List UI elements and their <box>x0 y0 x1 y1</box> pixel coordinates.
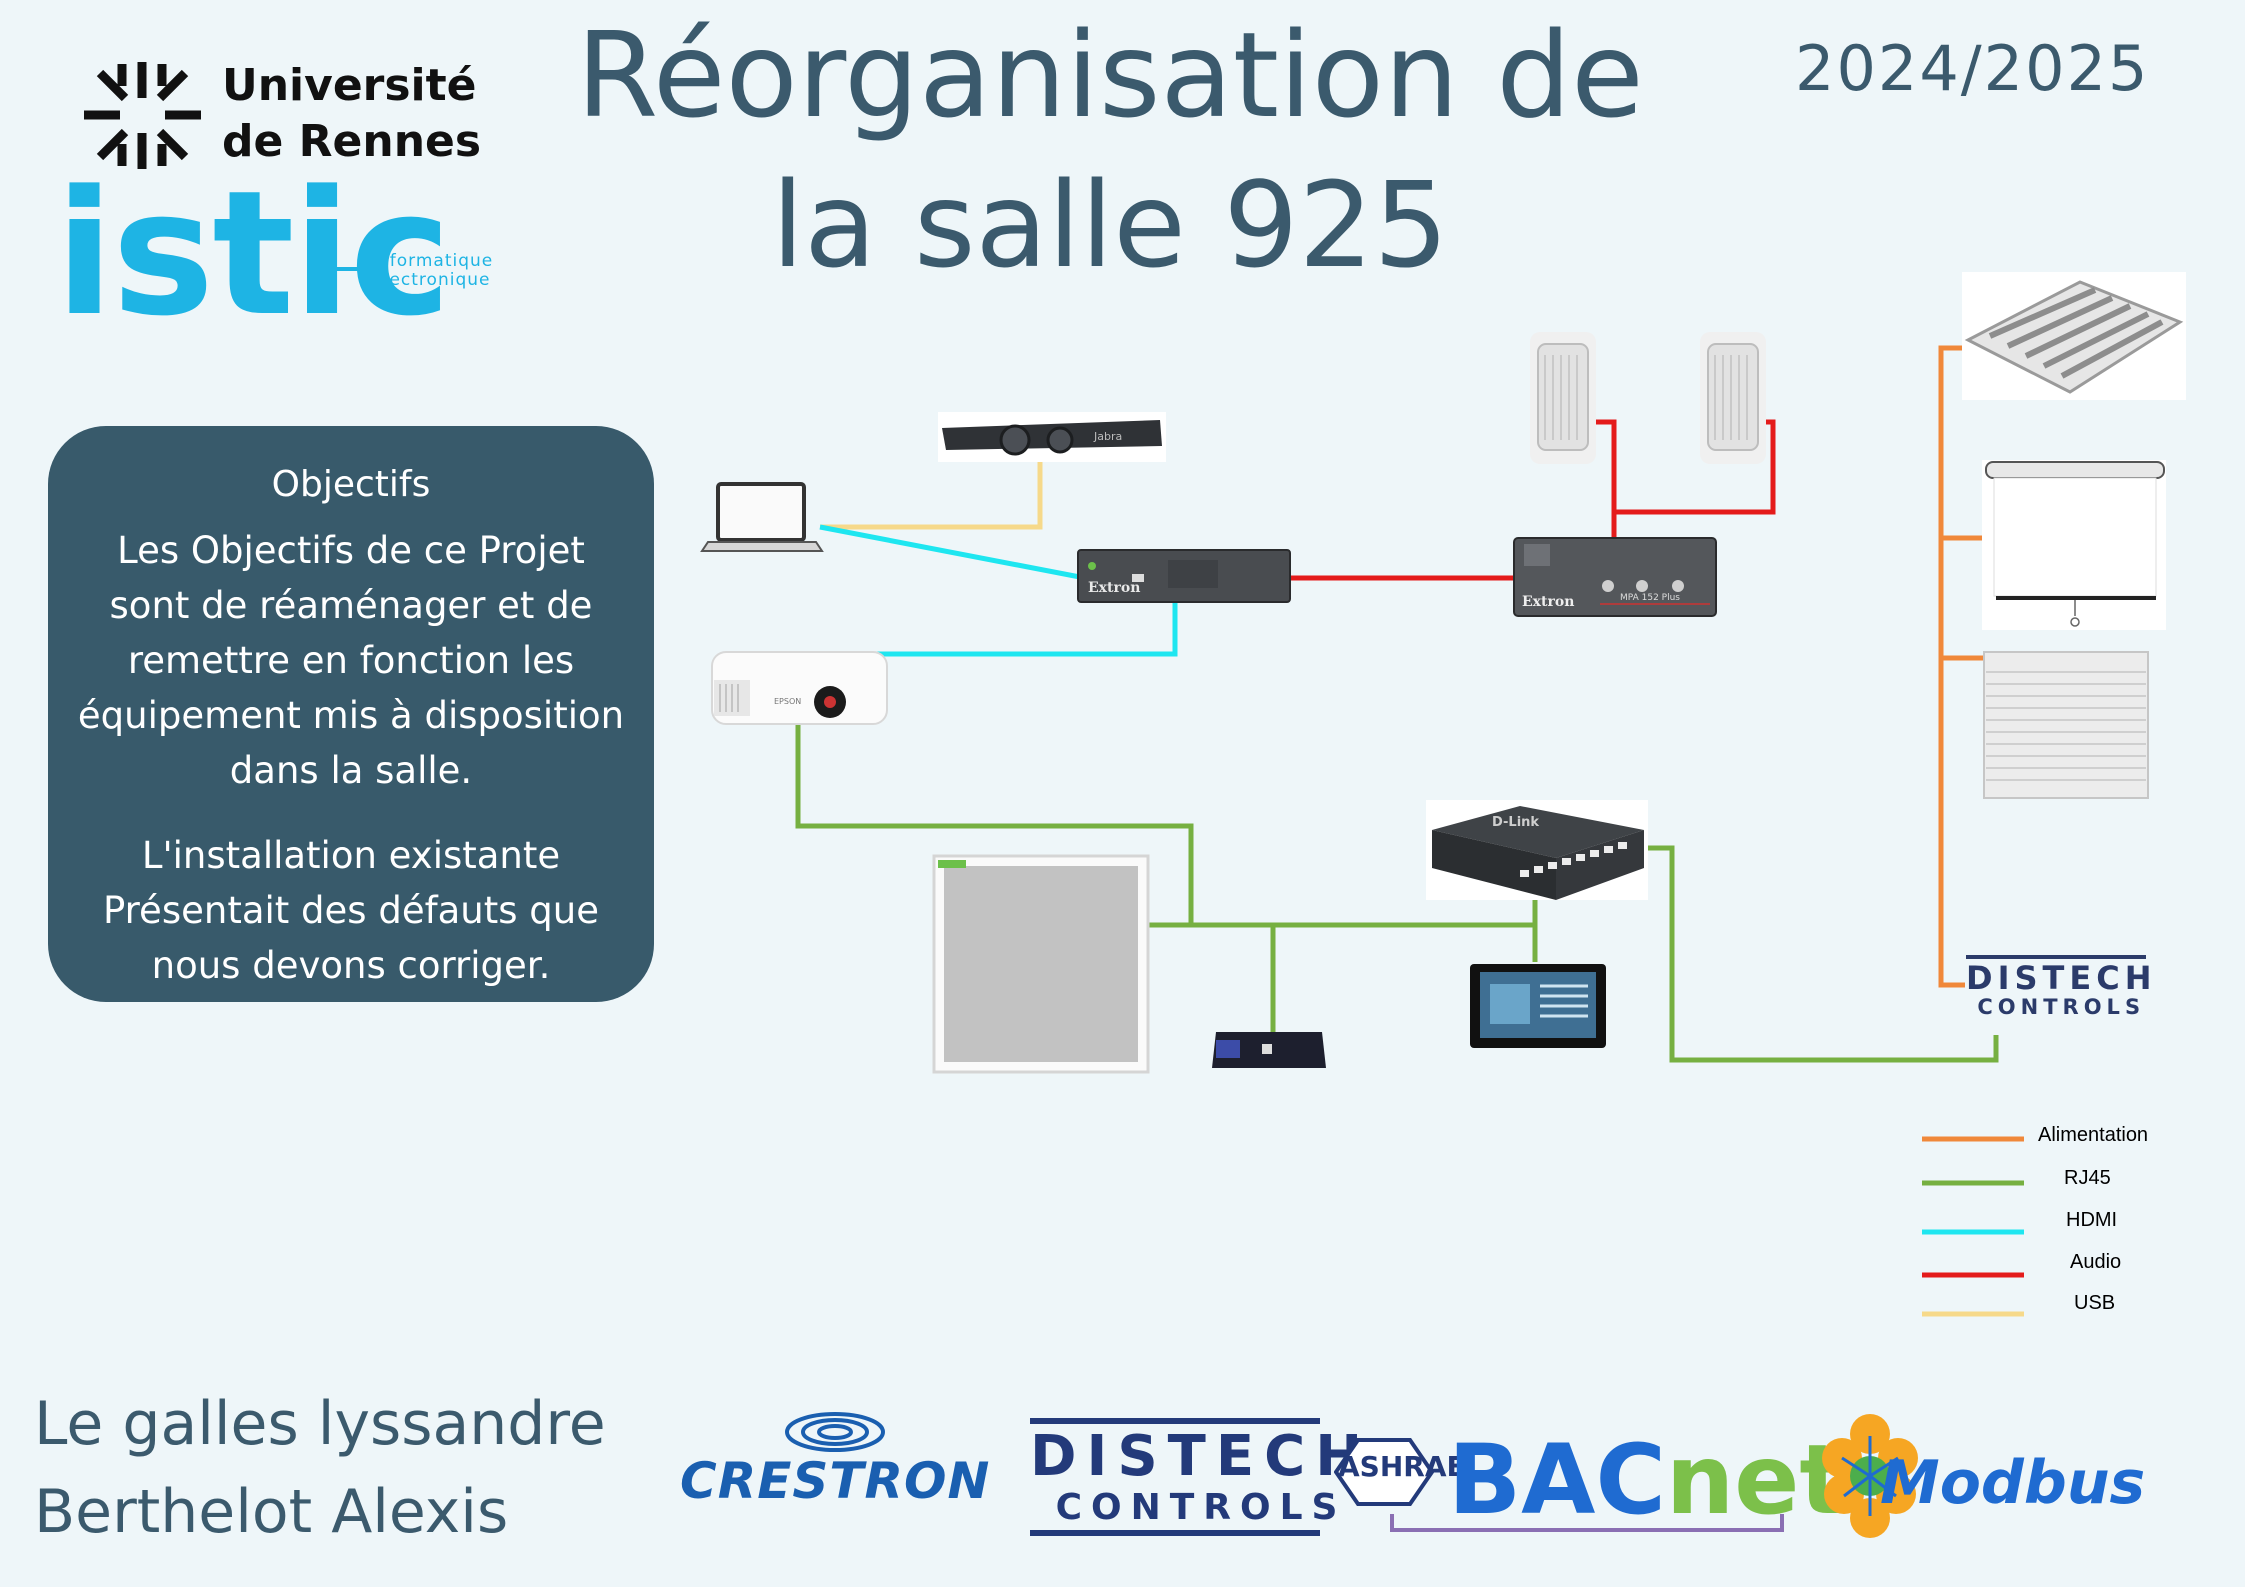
istic-connector-icon <box>335 267 373 271</box>
bacnet-underline-icon <box>1390 1514 1784 1532</box>
bacnet-part-1: BAC <box>1448 1424 1666 1536</box>
objectives-paragraph-2: L'installation existante Présentait des … <box>103 834 599 987</box>
audio-cable-speaker-left <box>1595 419 1617 542</box>
epson-projector-icon: EPSON <box>711 651 888 725</box>
hdmi-cable-laptop <box>819 524 1086 581</box>
hdmi-cable-projector <box>808 600 1178 657</box>
amp-model-label: MPA 152 Plus <box>1620 593 1680 603</box>
university-name: Université de Rennes <box>222 58 481 170</box>
modbus-logo: Modbus <box>1880 1448 2146 1518</box>
objectives-panel: Objectifs Les Objectifs de ce Projet son… <box>48 426 654 1002</box>
roller-shutter-icon <box>1983 651 2149 799</box>
rj45-cable-panel <box>1148 922 1538 962</box>
usb-cable <box>820 458 1043 530</box>
switcher-brand-label: Extron <box>1088 580 1140 596</box>
projector-brand-label: EPSON <box>774 697 801 706</box>
university-line-1: Université <box>222 60 477 111</box>
distech-big-bar-top <box>1030 1418 1320 1424</box>
ceiling-light-icon <box>1962 272 2186 400</box>
laptop-icon <box>700 482 824 552</box>
jabra-camera-icon: Jabra <box>938 412 1166 462</box>
legend-label-audio: Audio <box>2070 1251 2121 1273</box>
objectives-paragraph-1: Les Objectifs de ce Projet sont de réamé… <box>77 529 625 792</box>
distech-big-bar-bottom <box>1030 1530 1320 1536</box>
crestron-swirl-icon <box>785 1412 885 1452</box>
speaker-icon <box>1530 332 1596 464</box>
year-label: 2024/2025 <box>1795 32 2150 105</box>
authors: Le galles lyssandre Berthelot Alexis <box>34 1380 606 1556</box>
switch-brand-label: D-Link <box>1492 815 1539 830</box>
legend-label-alimentation: Alimentation <box>2038 1124 2148 1146</box>
page-title: Réorganisation de la salle 925 <box>560 0 1660 300</box>
modbus-flower-icon <box>1822 1414 1918 1538</box>
rj45-cable-projector <box>795 725 1194 925</box>
distech-controller-logo: DISTECH CONTROLS <box>1966 955 2156 1019</box>
istic-sub-2: Électronique <box>372 270 491 290</box>
control-processor-icon <box>1212 1032 1326 1068</box>
universite-rennes-logo-icon <box>84 62 201 169</box>
speaker-icon <box>1700 332 1766 464</box>
title-line-1: Réorganisation de <box>576 6 1644 144</box>
university-line-2: de Rennes <box>222 116 482 167</box>
legend-label-hdmi: HDMI <box>2066 1209 2117 1231</box>
istic-subtitle: Informatique Électronique <box>372 252 493 290</box>
power-cable-trunk <box>1938 345 1968 988</box>
author-1: Le galles lyssandre <box>34 1389 606 1459</box>
title-line-2: la salle 925 <box>771 156 1449 294</box>
legend-label-rj45: RJ45 <box>2064 1167 2111 1189</box>
extron-amplifier-icon: Extron MPA 152 Plus <box>1513 537 1717 617</box>
rj45-cable-distech <box>1648 845 1999 1063</box>
crestron-logo: CRESTRON <box>680 1452 991 1510</box>
author-2: Berthelot Alexis <box>34 1477 509 1547</box>
audio-cable-speaker-right <box>1614 419 1776 515</box>
bacnet-logo: BACnetTM <box>1448 1420 1872 1535</box>
ceiling-speaker-icon <box>932 854 1150 1074</box>
extron-switcher-icon: Extron <box>1077 549 1291 603</box>
amp-brand-label: Extron <box>1522 594 1574 610</box>
dlink-switch-icon: D-Link <box>1426 800 1648 900</box>
distech-big-line-2: CONTROLS <box>1055 1487 1347 1528</box>
objectives-title: Objectifs <box>271 464 431 505</box>
distech-small-line-2: CONTROLS <box>1977 995 2146 1019</box>
projection-screen-icon <box>1982 460 2166 630</box>
ashrae-badge-icon <box>1334 1438 1434 1506</box>
jabra-label: Jabra <box>1093 430 1122 443</box>
legend: Alimentation RJ45 HDMI Audio USB <box>1922 1124 2148 1317</box>
distech-big-line-1: DISTECH <box>1030 1424 1373 1489</box>
istic-sub-1: Informatique <box>372 251 494 271</box>
distech-small-bar-top <box>1966 955 2146 959</box>
distech-controls-logo: DISTECH CONTROLS <box>1030 1418 1372 1536</box>
ashrae-logo: ASHRAE <box>1338 1450 1466 1483</box>
distech-small-line-1: DISTECH <box>1966 959 2157 997</box>
touch-panel-icon <box>1470 964 1606 1048</box>
legend-label-usb: USB <box>2074 1292 2115 1314</box>
bacnet-part-2: net <box>1665 1424 1846 1536</box>
istic-logo-text: istic <box>55 153 451 354</box>
